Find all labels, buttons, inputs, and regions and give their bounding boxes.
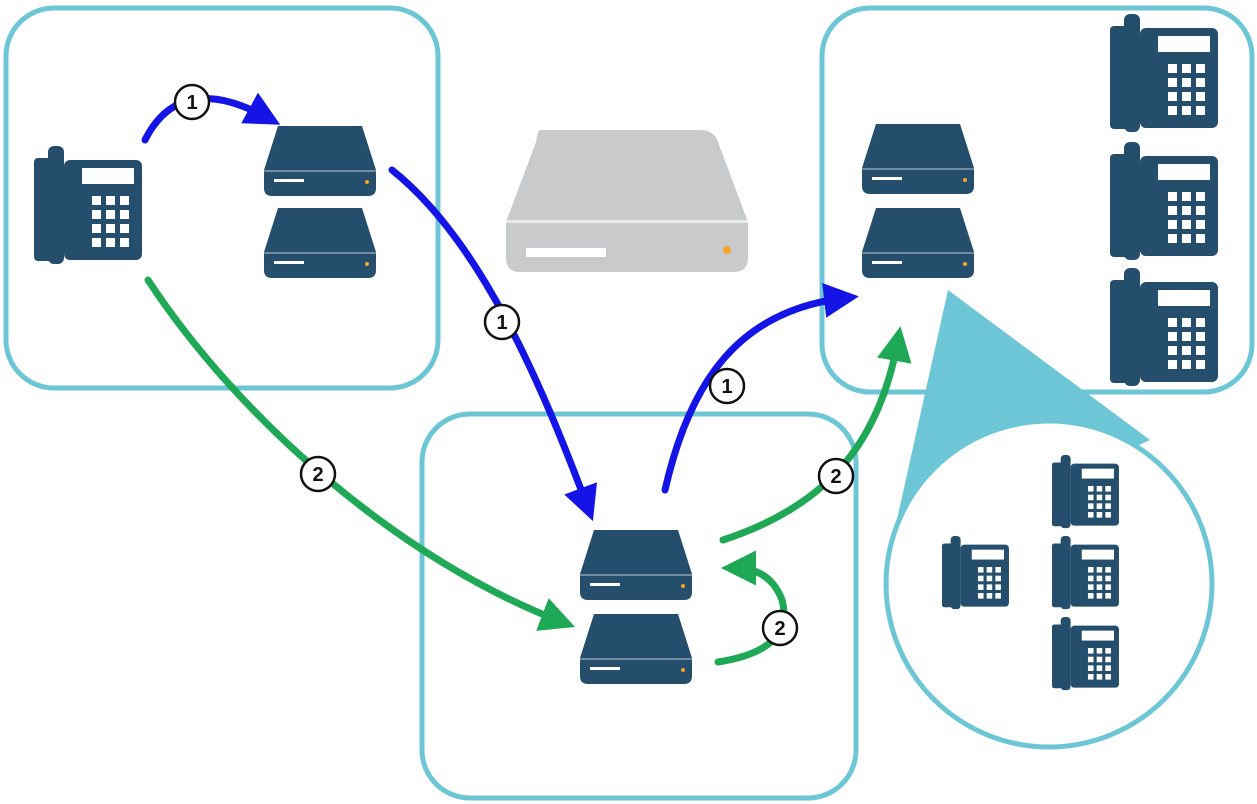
step-label: 2 bbox=[774, 618, 785, 640]
step-label: 2 bbox=[312, 464, 323, 486]
path-1-arrow bbox=[661, 283, 859, 494]
server-icon bbox=[580, 530, 692, 600]
path-1 bbox=[141, 92, 859, 522]
path-2-arrow bbox=[719, 326, 912, 544]
zoom-callout-circle bbox=[883, 418, 1215, 750]
step-badge: 1 bbox=[708, 367, 746, 405]
desk-phone-icon bbox=[1110, 142, 1218, 260]
path-2 bbox=[144, 276, 912, 666]
server-icon bbox=[264, 208, 376, 278]
desk-phone-icon bbox=[1052, 536, 1119, 610]
desk-phone-icon bbox=[1052, 617, 1119, 691]
step-label: 1 bbox=[186, 92, 197, 114]
desk-phone-icon bbox=[942, 536, 1009, 610]
server-icon bbox=[580, 614, 692, 684]
path-2-arrow bbox=[714, 550, 788, 666]
desk-phone-icon bbox=[1110, 268, 1218, 386]
desk-phone-icon bbox=[1110, 14, 1218, 132]
server-icon bbox=[264, 126, 376, 196]
step-badge: 1 bbox=[483, 303, 521, 341]
site-frame-left bbox=[3, 5, 441, 391]
site-frame-center bbox=[419, 411, 859, 801]
step-badge: 1 bbox=[173, 83, 211, 121]
step-badge: 2 bbox=[817, 457, 855, 495]
server-icon bbox=[862, 124, 974, 194]
step-badge: 2 bbox=[761, 609, 799, 647]
server-icon bbox=[862, 208, 974, 278]
desk-phone-icon bbox=[34, 146, 142, 264]
step-label: 1 bbox=[496, 312, 507, 334]
step-label: 1 bbox=[721, 376, 732, 398]
desk-phone-icon bbox=[1052, 455, 1119, 529]
step-badge: 2 bbox=[299, 455, 337, 493]
server-icon bbox=[506, 130, 748, 272]
step-label: 2 bbox=[830, 466, 841, 488]
